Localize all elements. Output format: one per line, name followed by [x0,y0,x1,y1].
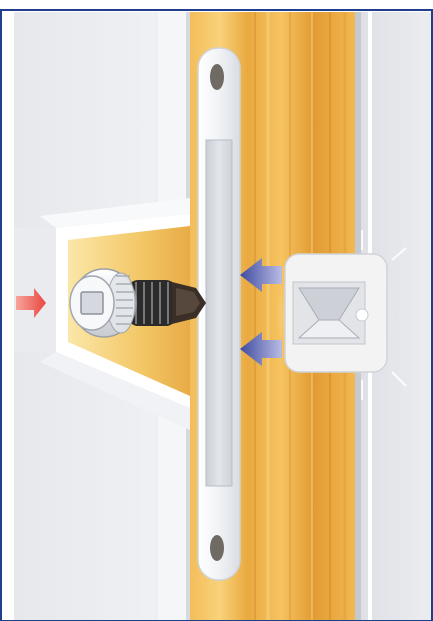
hex-socket-icon [81,292,103,314]
strike-plate-slot [206,140,232,486]
strike-plate-screw-hole-bottom [210,535,224,561]
strike-plate-screw-hole-top [210,64,224,90]
